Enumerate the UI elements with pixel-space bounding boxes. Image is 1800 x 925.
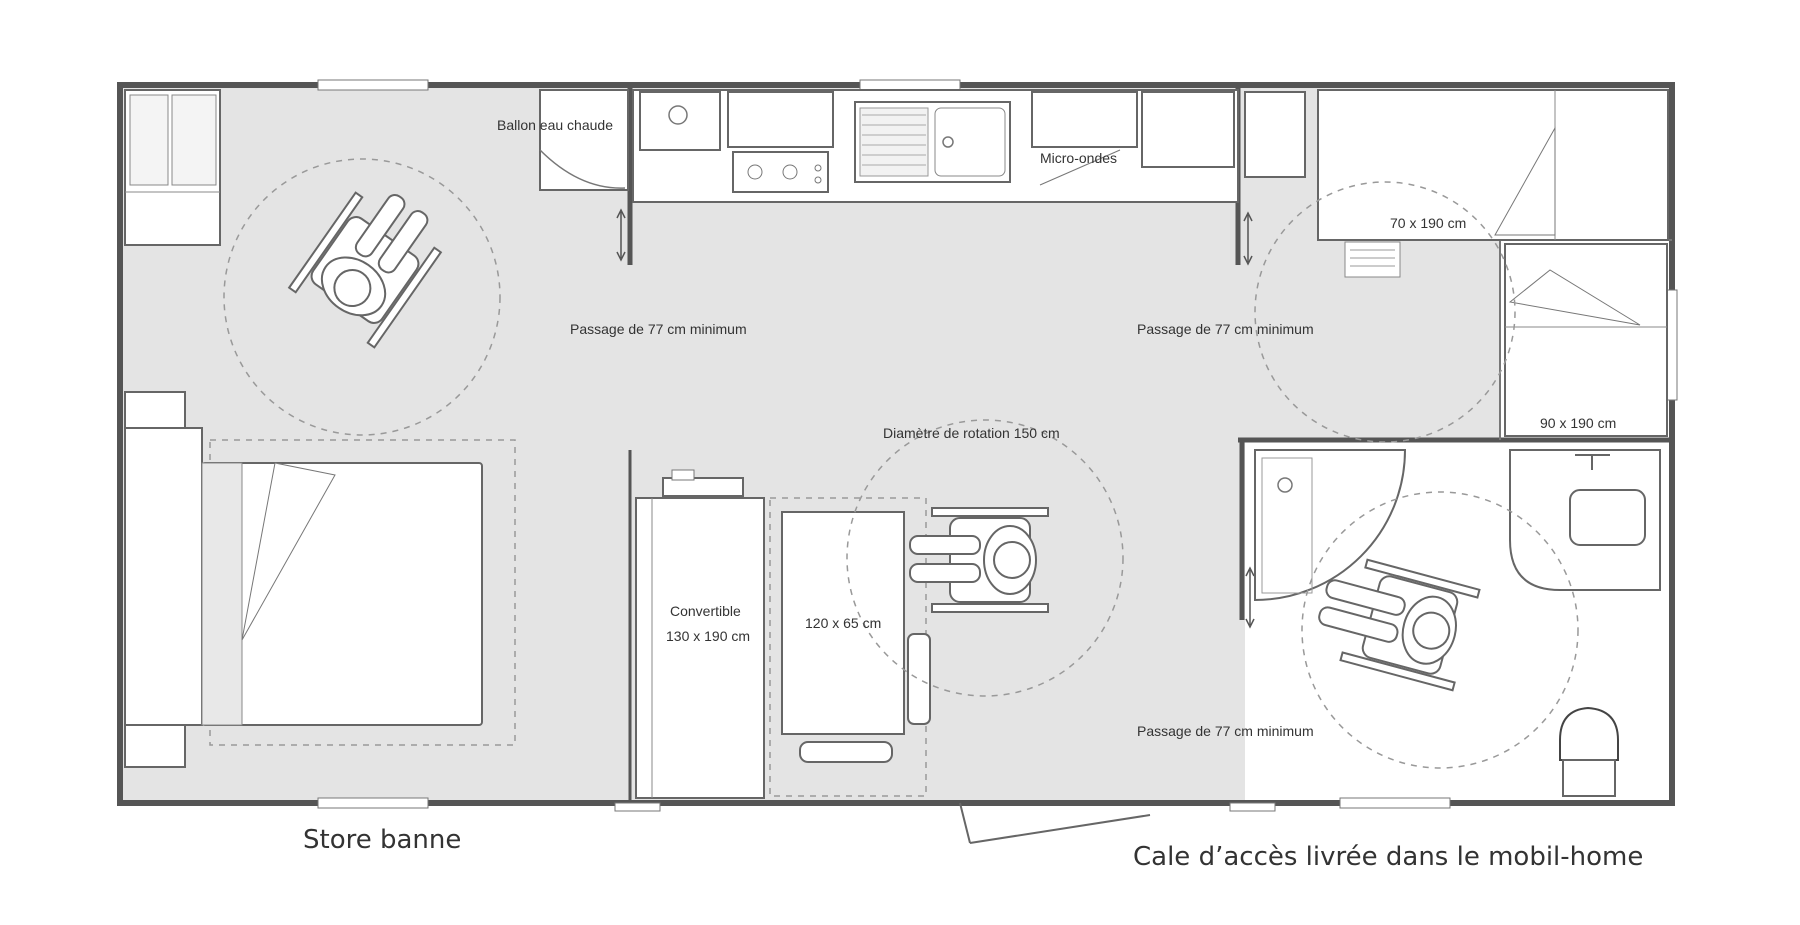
dining-table — [769, 497, 931, 797]
wheelchair-icon — [287, 191, 443, 349]
cabinet-small — [1244, 91, 1306, 178]
sink-icon — [859, 107, 1006, 177]
window-bottom-right — [1339, 797, 1451, 809]
label-bed-small-2: 90 x 190 cm — [1540, 415, 1616, 431]
rotation-circle-bath — [1301, 491, 1579, 769]
convertible-sofa — [635, 469, 765, 799]
bed-70-190 — [1317, 89, 1669, 278]
label-store-banne: Store banne — [303, 825, 461, 855]
window-right — [1666, 289, 1678, 401]
label-cale-acces: Cale d’accès livrée dans le mobil-home — [1133, 842, 1643, 872]
label-convertible-2: 130 x 190 cm — [666, 628, 750, 644]
wheelchair-icon — [1318, 558, 1481, 692]
label-passage-left: Passage de 77 cm minimum — [570, 321, 747, 337]
rotation-circle-right — [1254, 181, 1516, 443]
water-heater — [539, 89, 629, 191]
label-table: 120 x 65 cm — [805, 615, 881, 631]
door-arrow-bath — [1245, 566, 1255, 629]
bed-90-190 — [1504, 243, 1668, 437]
window-top-left — [317, 79, 429, 91]
hob-icon — [747, 164, 822, 184]
bathroom-sink — [1509, 449, 1661, 591]
rotation-circle-left — [223, 158, 501, 436]
label-micro-ondes: Micro-ondes — [1040, 150, 1117, 166]
window-bottom-left — [317, 797, 429, 809]
label-convertible-1: Convertible — [670, 603, 741, 619]
wardrobe — [124, 89, 221, 246]
toilet-icon — [1559, 706, 1619, 797]
label-passage-bath: Passage de 77 cm minimum — [1137, 723, 1314, 739]
shower-icon — [1254, 449, 1407, 602]
bed-icon — [124, 391, 516, 768]
wheelchair-icon — [909, 507, 1049, 613]
door-arrow-right — [1243, 211, 1253, 266]
label-rotation: Diamètre de rotation 150 cm — [883, 425, 1060, 441]
rotation-circle-center — [846, 419, 1124, 697]
label-passage-right: Passage de 77 cm minimum — [1137, 321, 1314, 337]
entrance-door — [614, 802, 1276, 844]
window-top-mid — [859, 79, 961, 91]
label-ballon: Ballon eau chaude — [497, 117, 613, 133]
door-arrow-left — [616, 208, 626, 262]
label-bed-small-1: 70 x 190 cm — [1390, 215, 1466, 231]
kitchen-counter — [632, 89, 1239, 203]
